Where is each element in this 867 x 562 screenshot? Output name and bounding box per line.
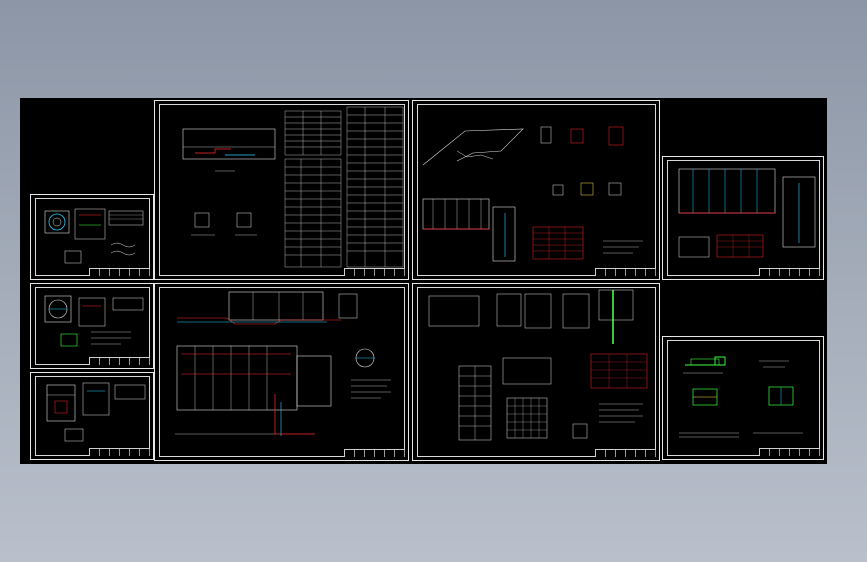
title-block [759, 268, 820, 276]
sheet-plan-tables[interactable] [154, 100, 409, 280]
sheet-green-detail-graphics [679, 356, 803, 438]
title-block [89, 357, 150, 365]
sheet-small-a-graphics [44, 208, 144, 264]
sheet-isometric[interactable] [412, 100, 660, 280]
title-block [595, 268, 656, 276]
sheet-isometric-graphics [422, 126, 643, 262]
sheet-small-b-graphics [44, 295, 144, 347]
title-block [344, 268, 405, 276]
sheet-green-detail[interactable] [662, 336, 824, 460]
sheet-small-b[interactable] [30, 283, 154, 369]
sheet-frame [417, 287, 656, 457]
sheet-small-c[interactable] [30, 372, 154, 460]
sheet-frame [667, 340, 820, 456]
sheet-small-c-graphics [46, 382, 146, 442]
title-block [344, 449, 405, 457]
sheet-section-right-graphics [678, 168, 816, 258]
sheet-details-graphics [428, 289, 648, 441]
sheet-long-plan-graphics [175, 291, 391, 436]
sheet-frame [667, 160, 820, 276]
title-block [89, 448, 150, 456]
cad-drawing-canvas[interactable] [20, 98, 827, 464]
sheet-details[interactable] [412, 283, 660, 461]
title-block [89, 268, 150, 276]
sheet-frame [159, 104, 405, 276]
sheet-plan-tables-graphics [182, 106, 404, 268]
sheet-section-right[interactable] [662, 156, 824, 280]
sheet-frame [417, 104, 656, 276]
title-block [759, 448, 820, 456]
sheet-frame [159, 287, 405, 457]
sheet-small-a[interactable] [30, 194, 154, 280]
sheet-long-plan[interactable] [154, 283, 409, 461]
title-block [595, 449, 656, 457]
